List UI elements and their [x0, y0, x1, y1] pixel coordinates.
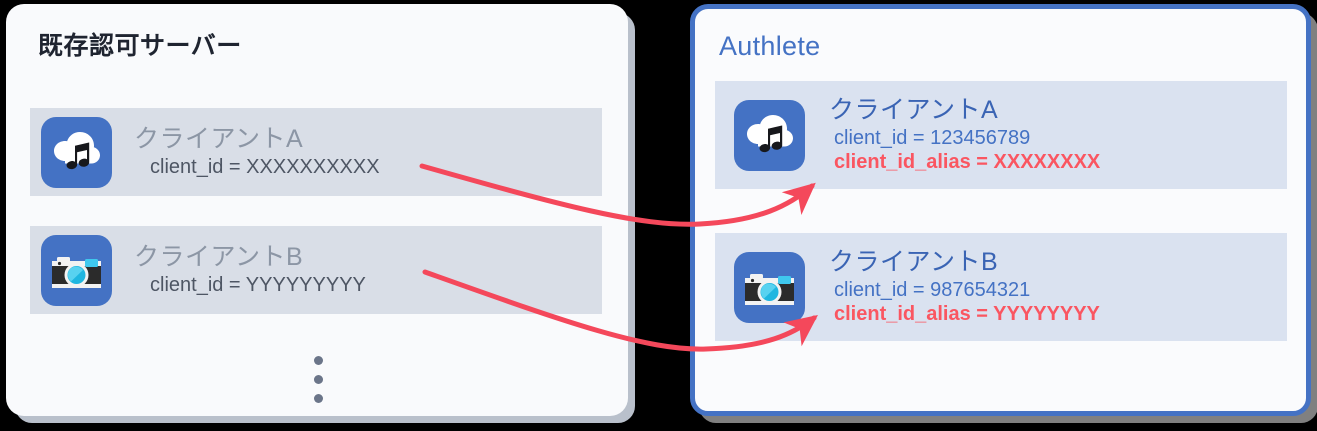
client-id-value: client_id = 123456789 — [834, 126, 1031, 149]
client-info-right-b: クライアントB client_id = 987654321 client_id_… — [829, 248, 1100, 325]
client-name: クライアントA — [829, 96, 999, 125]
ellipsis-dot — [314, 375, 323, 384]
page-title-left: 既存認可サーバー — [38, 32, 242, 60]
client-id-alias-value: client_id_alias = YYYYYYYY — [834, 302, 1100, 325]
camera-icon — [734, 251, 805, 323]
client-id-value: client_id = 987654321 — [834, 278, 1031, 301]
client-name: クライアントA — [134, 125, 304, 154]
list-item-right-client-a: クライアントA client_id = 123456789 client_id_… — [715, 81, 1287, 189]
camera-icon — [41, 234, 112, 306]
client-info-right-a: クライアントA client_id = 123456789 client_id_… — [829, 96, 1100, 173]
list-item-right-client-b: クライアントB client_id = 987654321 client_id_… — [715, 233, 1287, 341]
client-info-left-b: クライアントB client_id = YYYYYYYYY — [134, 243, 366, 296]
client-id-value: client_id = XXXXXXXXXX — [150, 155, 380, 178]
ellipsis-dot — [314, 356, 323, 365]
page-title-right: Authlete — [719, 31, 821, 61]
client-info-left-a: クライアントA client_id = XXXXXXXXXX — [134, 125, 380, 178]
client-name: クライアントB — [829, 248, 999, 277]
client-id-value: client_id = YYYYYYYYY — [150, 273, 366, 296]
cloud-music-icon — [734, 99, 805, 171]
authlete-panel: Authlete クライアントA client_id = 123456789 c… — [690, 4, 1311, 416]
list-item-left-client-b: クライアントB client_id = YYYYYYYYY — [30, 226, 602, 314]
existing-authorization-server-panel: 既存認可サーバー クライアントA client_id = XXXXXXXXXX — [6, 4, 628, 416]
list-item-left-client-a: クライアントA client_id = XXXXXXXXXX — [30, 108, 602, 196]
client-id-alias-value: client_id_alias = XXXXXXXX — [834, 150, 1101, 173]
vertical-ellipsis-icon — [314, 356, 323, 403]
ellipsis-dot — [314, 394, 323, 403]
cloud-music-icon — [41, 116, 112, 188]
client-name: クライアントB — [134, 243, 304, 272]
